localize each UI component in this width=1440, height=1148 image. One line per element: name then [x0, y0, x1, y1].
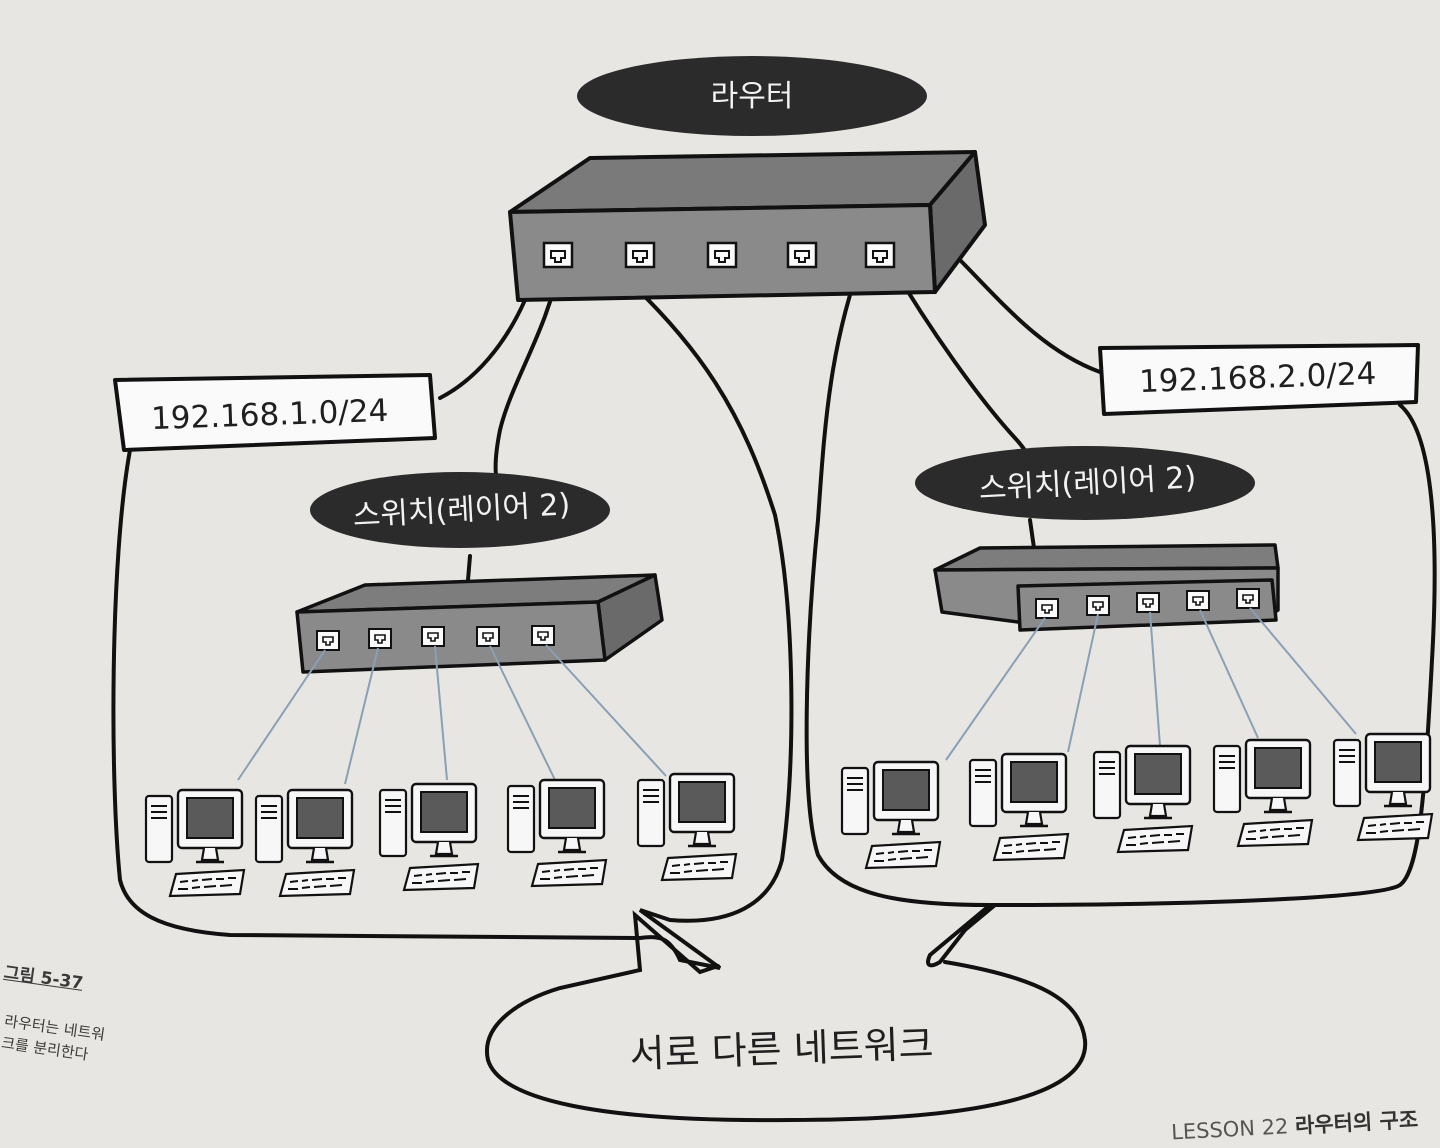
left-computer-5 — [638, 774, 736, 880]
left-computer-3 — [380, 784, 478, 890]
router-port-5 — [866, 243, 894, 267]
lesson-number: LESSON 22 — [1170, 1114, 1288, 1144]
left-computer-1 — [146, 790, 244, 896]
left-network-address-box: 192.168.1.0/24 — [115, 375, 435, 450]
router-port-4 — [788, 243, 816, 267]
left-switch-port-3 — [422, 627, 444, 646]
left-switch-device — [297, 575, 662, 672]
router-device — [510, 152, 985, 300]
right-switch-port-3 — [1137, 593, 1159, 612]
right-computer-5 — [1334, 734, 1432, 840]
right-switch-port-2 — [1087, 596, 1109, 615]
left-computers — [146, 774, 736, 896]
right-computer-2 — [970, 754, 1068, 860]
left-switch-label-pill: 스위치(레이어 2) — [310, 472, 610, 548]
router-label-pill: 라우터 — [577, 56, 927, 136]
right-switch-port-1 — [1036, 599, 1058, 618]
left-switch-port-2 — [369, 629, 391, 648]
router-port-2 — [626, 243, 654, 267]
right-switch-label-pill: 스위치(레이어 2) — [915, 446, 1255, 520]
left-computer-2 — [256, 790, 354, 896]
right-computers — [842, 734, 1432, 868]
router-port-1 — [544, 243, 572, 267]
left-computer-4 — [508, 780, 606, 886]
right-computer-4 — [1214, 740, 1312, 846]
router-label: 라우터 — [711, 79, 794, 114]
right-switch-port-4 — [1187, 591, 1209, 610]
right-switch-device — [935, 545, 1278, 630]
left-switch-port-4 — [477, 627, 499, 646]
different-networks-label: 서로 다른 네트워크 — [629, 1022, 934, 1077]
router-port-3 — [708, 243, 736, 267]
left-switch-port-5 — [532, 626, 554, 645]
right-switch-port-5 — [1237, 589, 1259, 608]
right-computer-3 — [1094, 746, 1192, 852]
left-switch-port-1 — [317, 631, 339, 650]
lesson-title: 라우터의 구조 — [1294, 1108, 1418, 1138]
right-computer-1 — [842, 762, 940, 868]
right-network-address-box: 192.168.2.0/24 — [1100, 345, 1418, 414]
